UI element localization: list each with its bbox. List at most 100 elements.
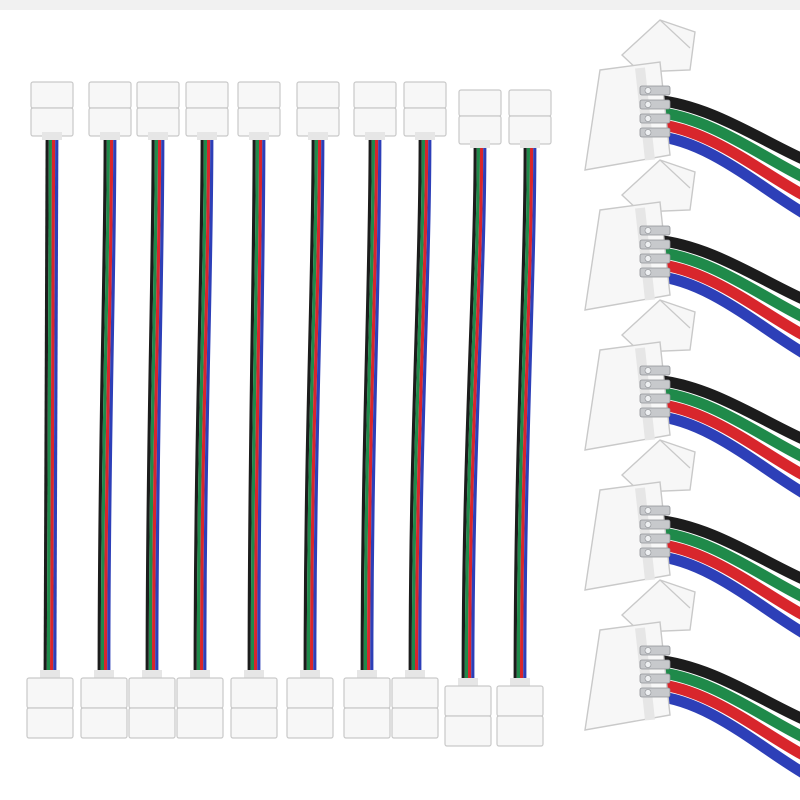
connector-body [391, 677, 439, 709]
closeup-connector [584, 439, 800, 638]
cable [80, 81, 132, 739]
connector-cap [176, 707, 224, 739]
cable-group [26, 81, 552, 747]
wire [649, 374, 800, 444]
wire [107, 136, 117, 671]
connector-body [286, 677, 334, 709]
wire [649, 678, 800, 760]
connector-cap [444, 715, 492, 747]
connector-cap [508, 89, 552, 117]
metal-contact [639, 659, 671, 670]
connector-neck [300, 670, 320, 680]
wire [649, 550, 800, 638]
connector-body [176, 677, 224, 709]
metal-contact [639, 645, 671, 656]
contact-rivet [644, 129, 652, 136]
wire [193, 136, 204, 671]
wire [303, 136, 315, 671]
contact-rivet [644, 409, 652, 416]
wire [649, 514, 800, 584]
bottom-connector [391, 670, 439, 739]
top-connector [88, 81, 132, 140]
wire [649, 258, 800, 340]
wire [649, 526, 800, 602]
top-connector [136, 81, 180, 140]
wire [200, 136, 211, 671]
wire [471, 144, 487, 679]
bottom-connector [343, 670, 391, 739]
contact-rivet [644, 115, 652, 122]
wire [53, 136, 59, 671]
wire [520, 144, 534, 679]
closeup-group [584, 19, 800, 778]
wire [649, 130, 800, 218]
wire [43, 136, 49, 671]
connector-body [26, 677, 74, 709]
wire [649, 94, 800, 164]
latch-hinge [659, 299, 691, 329]
connector-neck [197, 132, 217, 140]
metal-contact [639, 407, 671, 418]
wire [148, 136, 158, 671]
contact-rivet [644, 255, 652, 262]
wire [523, 144, 537, 679]
top-connector [508, 89, 552, 148]
wire [310, 136, 322, 671]
metal-contact [639, 365, 671, 376]
connector-body [136, 107, 180, 137]
metal-contact [639, 505, 671, 516]
connector-body [237, 107, 281, 137]
wire [367, 136, 379, 671]
connector-cap [128, 707, 176, 739]
background-band [0, 0, 800, 10]
wire [145, 136, 155, 671]
wire [418, 136, 432, 671]
closeup-connector [584, 299, 800, 498]
connector-cap [136, 81, 180, 109]
latch-hinge [659, 19, 691, 49]
connector-neck [458, 678, 478, 688]
connector-neck [415, 132, 435, 140]
wire [247, 136, 256, 671]
wire [313, 136, 325, 671]
wire [649, 654, 800, 724]
bottom-connector [176, 670, 224, 739]
metal-contact [639, 267, 671, 278]
bottom-connector [230, 670, 278, 739]
wire [254, 136, 263, 671]
metal-contact [639, 687, 671, 698]
contact-rivet [644, 689, 652, 696]
connector-cap [80, 707, 128, 739]
metal-contact [639, 113, 671, 124]
connector-body [508, 115, 552, 145]
cable [496, 89, 552, 747]
contact-rivet [644, 395, 652, 402]
cable [128, 81, 180, 739]
connector-body [403, 107, 447, 137]
contact-rivet [644, 647, 652, 654]
cable [391, 81, 447, 739]
connector-neck [190, 670, 210, 680]
connector-cap [353, 81, 397, 109]
connector-body [30, 107, 74, 137]
contact-rivet [644, 549, 652, 556]
connector-cap [286, 707, 334, 739]
wire [649, 538, 800, 620]
bottom-connector [444, 678, 492, 747]
metal-contact [639, 547, 671, 558]
wire [155, 136, 165, 671]
top-connector [185, 81, 229, 140]
wire [46, 136, 52, 671]
latch-hinge [659, 579, 691, 609]
wire [513, 144, 527, 679]
wire [649, 246, 800, 322]
connector-cap [230, 707, 278, 739]
connector-neck [148, 132, 168, 140]
bottom-connector [80, 670, 128, 739]
connector-neck [357, 670, 377, 680]
metal-contact [639, 127, 671, 138]
bottom-connector [26, 670, 74, 739]
top-connector [403, 81, 447, 140]
contact-rivet [644, 521, 652, 528]
connector-neck [249, 132, 269, 140]
